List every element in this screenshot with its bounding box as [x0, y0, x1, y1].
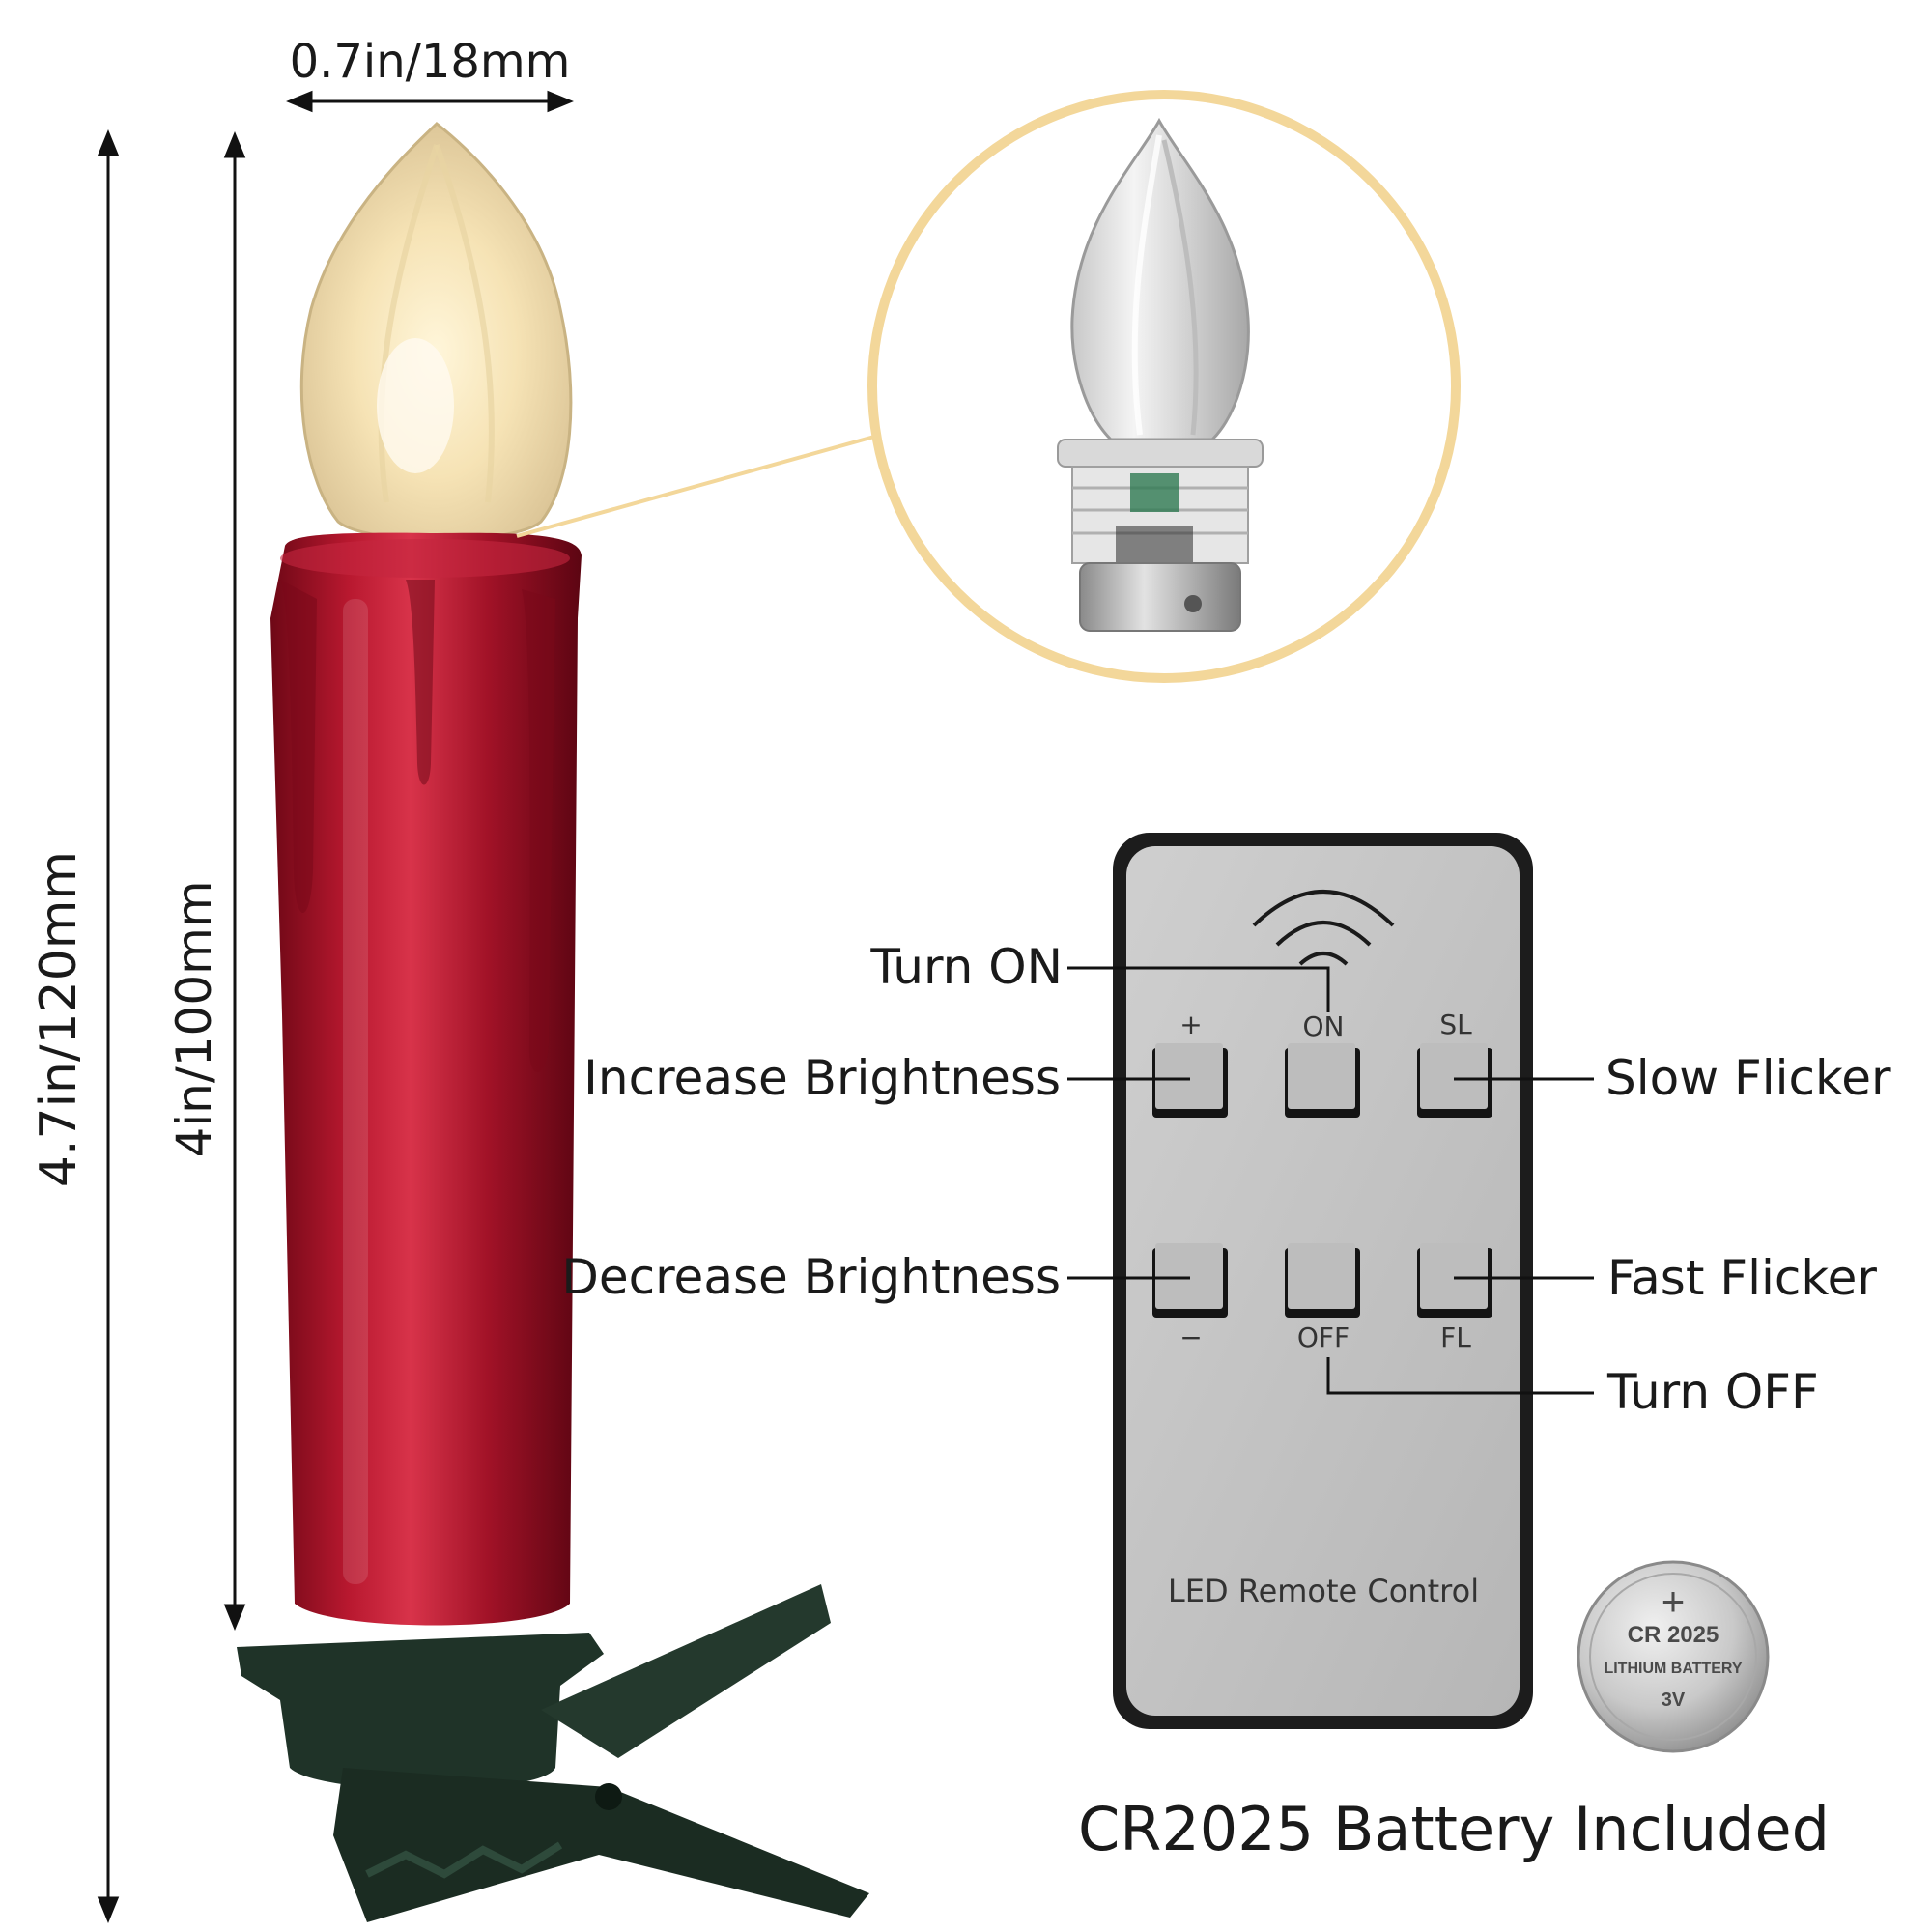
callout-lines	[1067, 966, 1594, 1395]
bulb-closeup	[1057, 117, 1264, 632]
decrease-brightness-callout: Decrease Brightness	[561, 1249, 1061, 1305]
battery-type: LITHIUM BATTERY	[1604, 1661, 1742, 1677]
minus-button-label: −	[1179, 1321, 1202, 1353]
candle-clip	[237, 1633, 604, 1790]
battery-voltage: 3V	[1662, 1690, 1686, 1711]
candle	[237, 121, 869, 1922]
flame-bulb	[299, 121, 573, 542]
turn-on-callout: Turn ON	[869, 939, 1063, 995]
fast-flicker-callout: Fast Flicker	[1607, 1250, 1877, 1306]
body-height-dimension	[223, 131, 246, 1631]
sl-button-label: SL	[1439, 1009, 1472, 1040]
coin-battery: + CR 2025 LITHIUM BATTERY 3V	[1577, 1560, 1770, 1753]
candle-body	[270, 532, 582, 1626]
plus-button-label: +	[1179, 1009, 1202, 1040]
remote-title: LED Remote Control	[1168, 1573, 1479, 1609]
increase-brightness-callout: Increase Brightness	[583, 1050, 1061, 1106]
on-button[interactable]	[1285, 1043, 1360, 1118]
off-button[interactable]	[1285, 1243, 1360, 1318]
battery-caption: CR2025 Battery Included	[1078, 1794, 1830, 1864]
sl-button[interactable]	[1417, 1043, 1492, 1118]
turn-off-callout: Turn OFF	[1606, 1364, 1819, 1420]
plus-button[interactable]	[1152, 1043, 1228, 1118]
fl-button-label: FL	[1440, 1321, 1471, 1353]
total-height-label: 4.7in/120mm	[30, 851, 88, 1187]
on-button-label: ON	[1303, 1010, 1345, 1042]
signal-icon	[1252, 890, 1395, 966]
total-height-dimension	[97, 129, 120, 1923]
zoom-connector	[516, 435, 875, 538]
fl-button[interactable]	[1417, 1243, 1492, 1318]
battery-model: CR 2025	[1628, 1622, 1719, 1648]
slow-flicker-callout: Slow Flicker	[1605, 1050, 1891, 1106]
battery-plus: +	[1662, 1578, 1686, 1624]
width-dimension	[286, 90, 574, 113]
minus-button[interactable]	[1152, 1243, 1228, 1318]
body-height-label: 4in/100mm	[166, 880, 222, 1157]
off-button-label: OFF	[1297, 1321, 1350, 1353]
width-label: 0.7in/18mm	[290, 35, 571, 89]
